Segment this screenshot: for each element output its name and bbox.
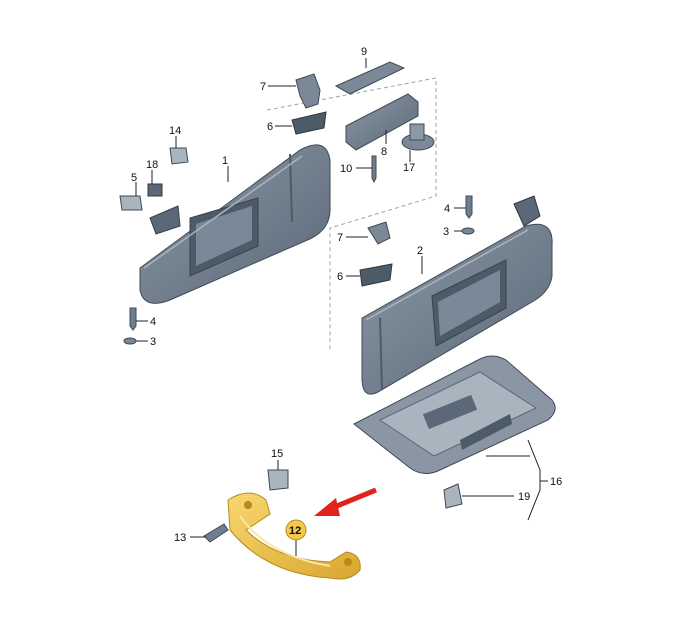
grab-handle bbox=[227, 492, 361, 580]
label-part-15: 15 bbox=[271, 448, 283, 460]
screw-13 bbox=[203, 523, 229, 543]
label-part-7-upper: 7 bbox=[260, 81, 266, 93]
label-part-14: 14 bbox=[169, 125, 181, 137]
label-part-10: 10 bbox=[340, 163, 352, 175]
label-part-17: 17 bbox=[403, 162, 415, 174]
label-part-5: 5 bbox=[131, 172, 137, 184]
screw-4-right bbox=[465, 195, 473, 219]
label-part-2: 2 bbox=[417, 245, 423, 257]
bracket-upper bbox=[295, 73, 321, 109]
label-part-19: 19 bbox=[518, 491, 530, 503]
label-part-9: 9 bbox=[361, 46, 367, 58]
label-part-3-left: 3 bbox=[150, 336, 156, 348]
sun-visor-left bbox=[139, 144, 331, 304]
leader-lines bbox=[135, 58, 548, 556]
label-part-8: 8 bbox=[381, 146, 387, 158]
mirror-panel bbox=[345, 93, 419, 151]
roof-console bbox=[353, 355, 556, 474]
sun-visor-right bbox=[361, 223, 553, 395]
label-part-13: 13 bbox=[174, 532, 186, 544]
clip-15 bbox=[267, 469, 289, 491]
label-part-18: 18 bbox=[146, 159, 158, 171]
label-part-4-left: 4 bbox=[150, 316, 156, 328]
label-part-1: 1 bbox=[222, 155, 228, 167]
label-part-4-right: 4 bbox=[444, 203, 450, 215]
mirror-cover bbox=[334, 61, 406, 95]
mount-knob bbox=[401, 123, 435, 151]
cover-cap-lower bbox=[359, 263, 393, 287]
hinge-right bbox=[513, 195, 541, 227]
plug-18 bbox=[147, 183, 163, 197]
label-part-7-lower: 7 bbox=[337, 232, 343, 244]
cover-cap-upper bbox=[291, 111, 327, 135]
label-part-6-lower: 6 bbox=[337, 271, 343, 283]
clip-19 bbox=[443, 483, 463, 509]
assembly-outline-dashed bbox=[266, 77, 437, 352]
label-part-3-right: 3 bbox=[443, 226, 449, 238]
label-part-12: 12 bbox=[289, 525, 301, 537]
nut-3-right bbox=[461, 227, 475, 235]
screw-4-left bbox=[129, 307, 137, 331]
label-part-16: 16 bbox=[550, 476, 562, 488]
clip-14 bbox=[169, 147, 189, 165]
label-part-6-upper: 6 bbox=[267, 121, 273, 133]
screw-10 bbox=[371, 155, 377, 184]
highlight-arrow bbox=[314, 487, 377, 516]
bracket-lower bbox=[367, 221, 391, 245]
label-part-12-badge bbox=[285, 519, 307, 541]
nut-3-left bbox=[123, 337, 137, 345]
cap-5 bbox=[119, 195, 143, 211]
